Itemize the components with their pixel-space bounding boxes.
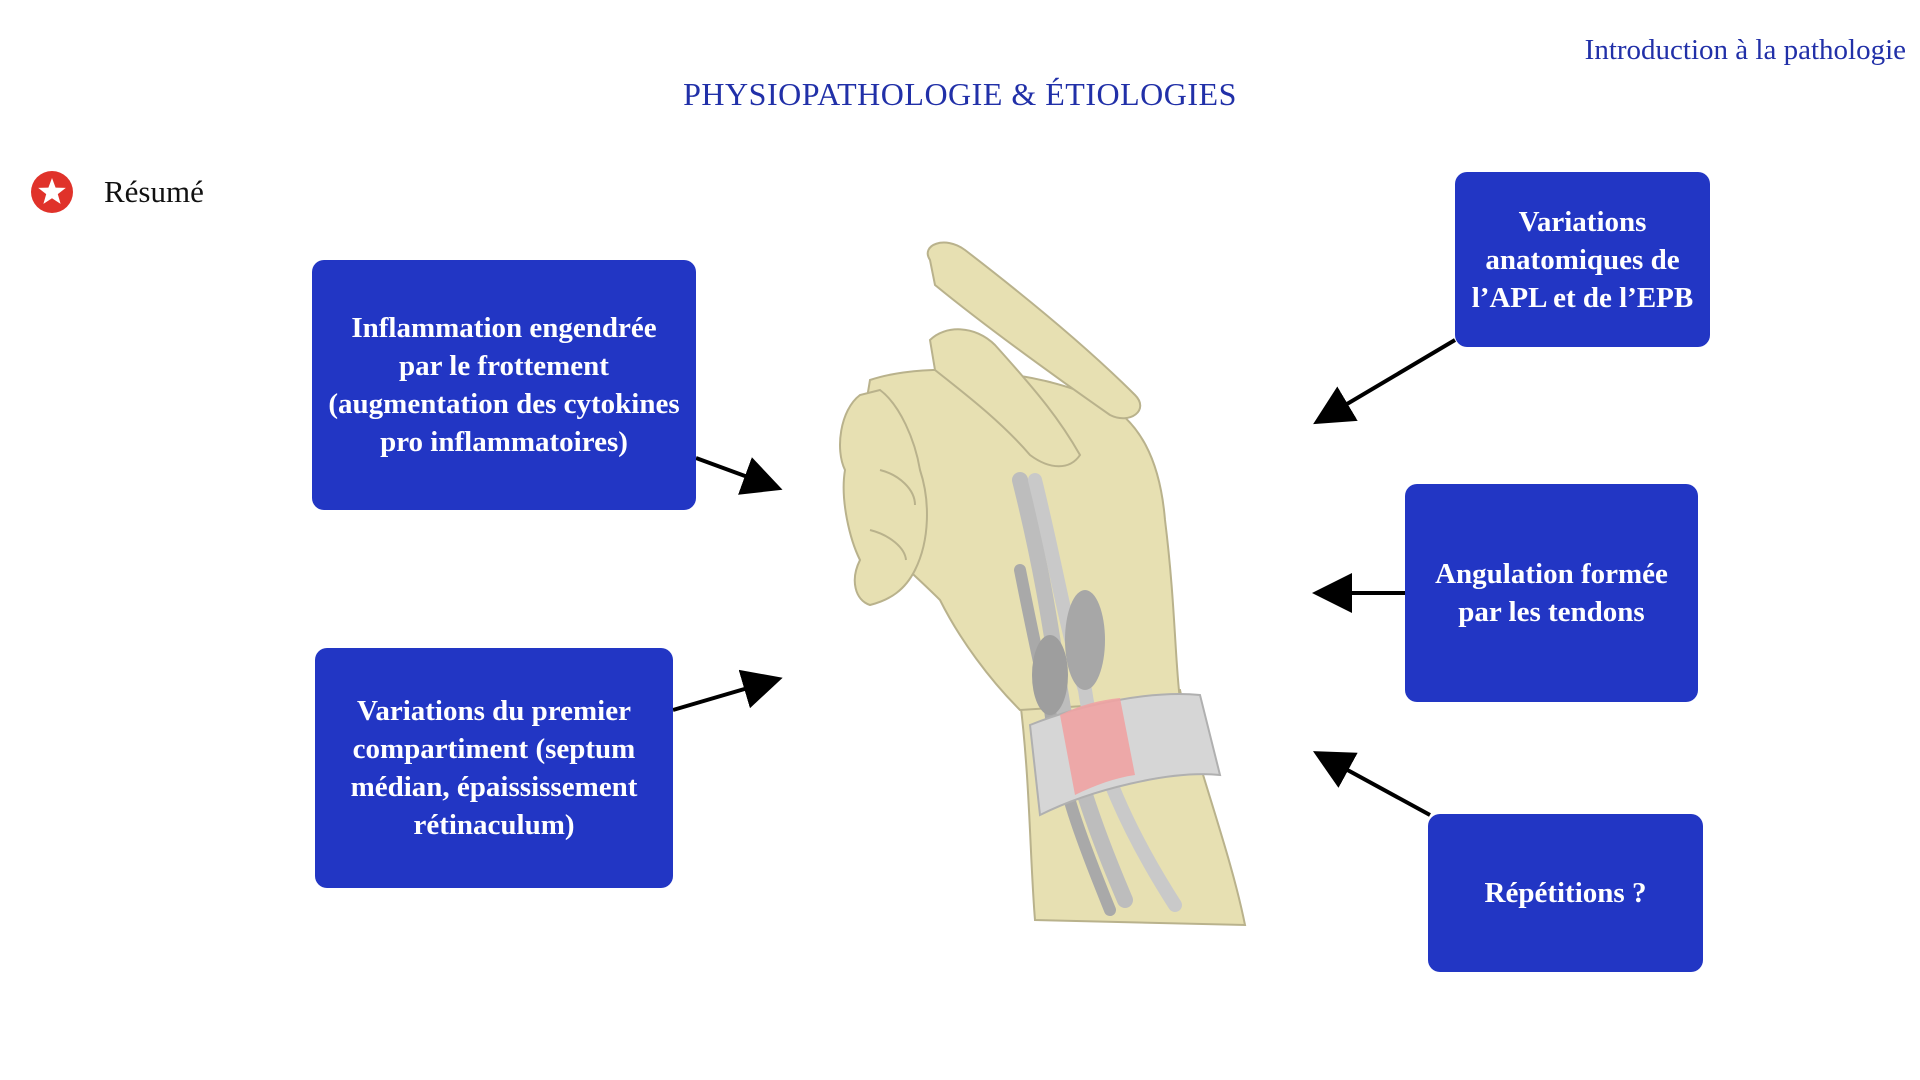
section-title: Introduction à la pathologie [1584,34,1906,66]
tendons [1012,472,1182,916]
box-anatomical-variations: Variations anatomiques de l’APL et de l’… [1455,172,1710,347]
box-angulation: Angulation formée par les tendons [1405,484,1698,702]
summary-text: Résumé [104,174,204,209]
page-title: PHYSIOPATHOLOGIE & ÉTIOLOGIES [683,76,1237,112]
arrow-compartment [672,669,783,712]
arrow-repetition [1312,751,1431,817]
box-compartment: Variations du premier compartiment (sept… [315,648,673,888]
box-repetition: Répétitions ? [1428,814,1703,972]
arrow-anatomical [1313,338,1457,425]
summary-label: Résumé [30,170,204,214]
arrow-inflammation [695,456,783,495]
box-inflammation: Inflammation engendrée par le frottement… [312,260,696,510]
retinaculum [1028,693,1222,817]
star-icon [30,170,74,214]
